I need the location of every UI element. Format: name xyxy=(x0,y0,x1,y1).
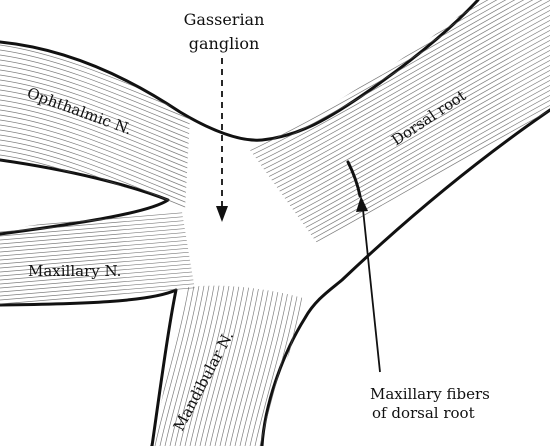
fiber-line xyxy=(0,208,240,228)
fibers-pointer-line xyxy=(362,200,380,372)
fiber-line xyxy=(0,236,240,256)
label-maxillary: Maxillary N. xyxy=(28,262,121,280)
fiber-line xyxy=(0,228,240,248)
fiber-line xyxy=(230,0,550,140)
maxillary-mandibular-notch xyxy=(0,290,176,446)
label-gasserian-line2: ganglion xyxy=(189,34,260,53)
fiber-line xyxy=(0,224,240,244)
ganglion-pointer-arrowhead xyxy=(216,206,228,222)
label-maxillary-fibers-line1: Maxillary fibers xyxy=(370,385,490,403)
fiber-line xyxy=(230,0,550,175)
fiber-line xyxy=(0,240,240,260)
fiber-line xyxy=(0,232,240,252)
label-dorsal-root: Dorsal root xyxy=(388,86,469,149)
ophthalmic-maxillary-notch xyxy=(0,160,168,234)
fiber-line xyxy=(0,280,240,300)
fiber-line xyxy=(0,244,240,264)
fiber-line xyxy=(0,155,230,235)
maxillary-fibers xyxy=(0,208,240,304)
label-maxillary-fibers-line2: of dorsal root xyxy=(372,404,475,422)
label-gasserian-line1: Gasserian xyxy=(184,10,265,29)
ophthalmic-fibers xyxy=(0,40,230,245)
dorsal-root-fibers xyxy=(230,0,550,285)
fiber-line xyxy=(0,216,240,236)
